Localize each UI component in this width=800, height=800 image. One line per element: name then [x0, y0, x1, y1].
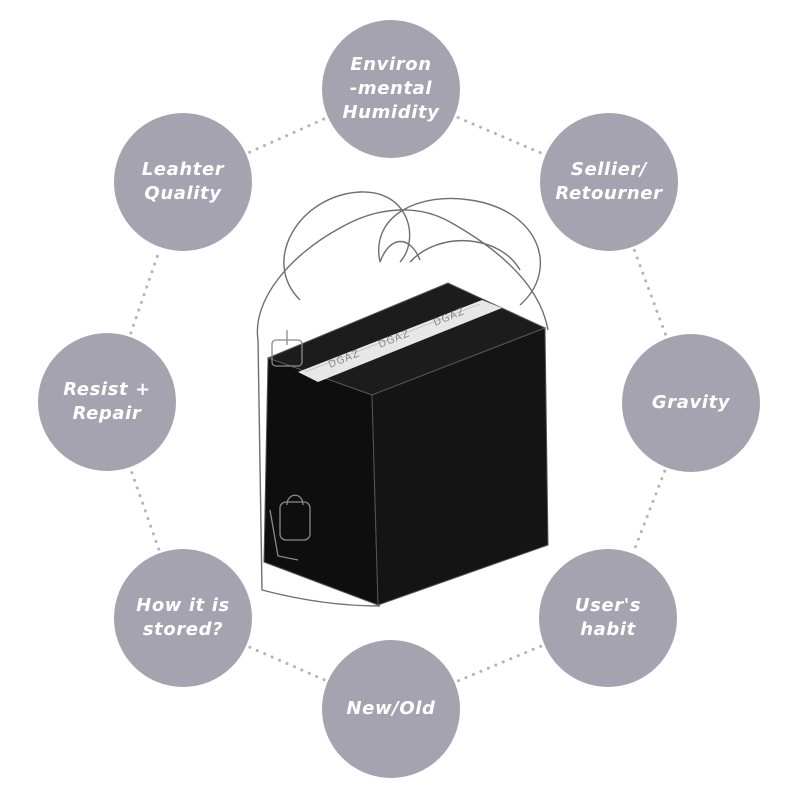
factor-label: Leahter Quality	[141, 159, 225, 204]
connector-dots	[456, 116, 544, 155]
factor-humidity: Environ -mental Humidity	[322, 20, 460, 158]
connector-dots	[129, 249, 161, 335]
factor-user-habit: User's habit	[539, 549, 677, 687]
factor-seller: Sellier/ Retourner	[540, 113, 678, 251]
connector-dots	[456, 644, 543, 683]
bag-organizer-illustration: DGAZ DGAZ DGAZ	[256, 191, 549, 607]
connector-dots	[632, 469, 667, 552]
factor-leather: Leahter Quality	[114, 113, 252, 251]
factor-label: New/Old	[346, 698, 436, 719]
connector-dots	[248, 645, 326, 682]
factor-new-old: New/Old	[322, 640, 460, 778]
connector-dots	[248, 117, 326, 154]
factor-label: User's habit	[574, 595, 642, 640]
factor-label: Gravity	[651, 392, 731, 413]
factor-gravity: Gravity	[622, 334, 760, 472]
factor-label: Sellier/ Retourner	[555, 159, 663, 204]
factor-repair: Resist + Repair	[38, 333, 176, 471]
factor-label: Resist + Repair	[63, 379, 151, 424]
factor-storage: How it is stored?	[114, 549, 252, 687]
connector-dots	[632, 248, 668, 337]
factor-label: How it is stored?	[136, 595, 230, 640]
connector-dots	[129, 469, 161, 551]
factor-label: Environ -mental Humidity	[342, 54, 440, 123]
